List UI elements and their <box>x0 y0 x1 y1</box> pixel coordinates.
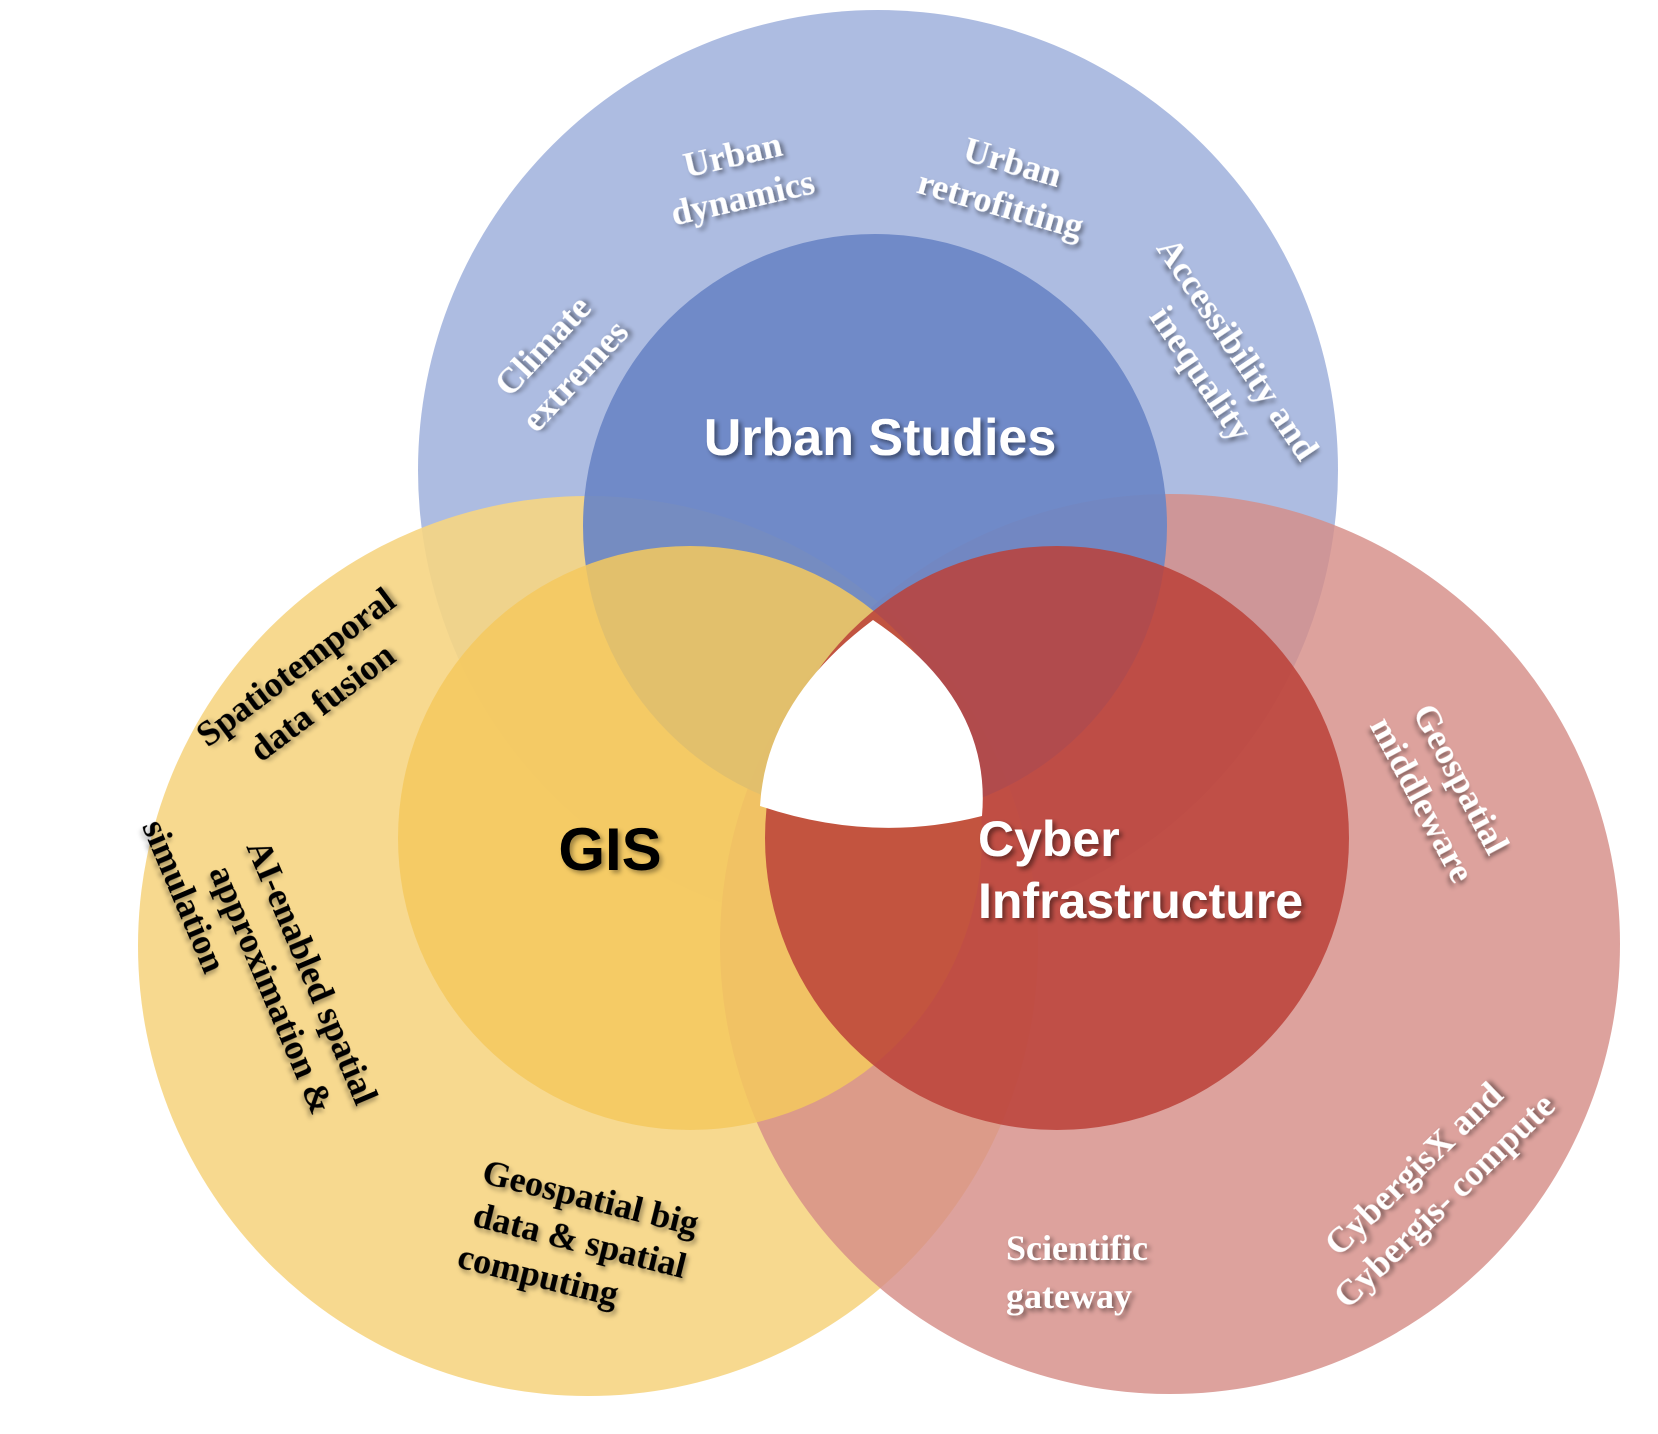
svg-text:gateway: gateway <box>1006 1276 1132 1316</box>
topic-scientific-gateway: Scientific gateway <box>1006 1228 1148 1316</box>
label-cyber-line2: Infrastructure <box>978 873 1303 929</box>
label-gis: GIS <box>558 816 661 883</box>
center-intersection <box>760 620 983 828</box>
label-cyber-line1: Cyber <box>978 811 1120 867</box>
svg-text:Scientific: Scientific <box>1006 1228 1148 1268</box>
label-urban-studies: Urban Studies <box>704 409 1057 467</box>
